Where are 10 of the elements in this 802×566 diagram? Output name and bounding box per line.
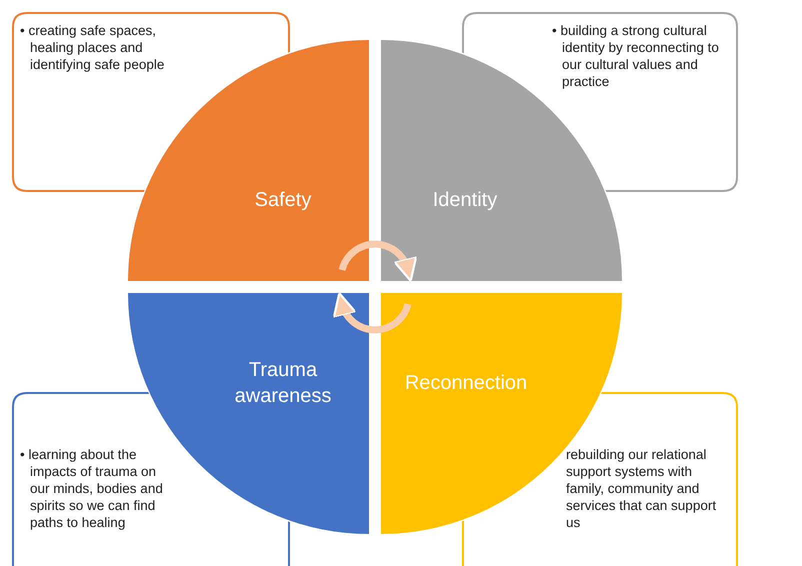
description-text: • creating safe spaces, healing places and identifying safe people	[20, 22, 166, 73]
quadrant-label: Safety	[254, 188, 312, 213]
description-text: • building a strong cultural identity by reconnecting to our cultural values and practice	[552, 22, 720, 90]
curved-arrow	[338, 240, 416, 282]
description-text: • learning about the impacts of trauma on our minds, bodies and spirits so we can find paths to healing	[20, 446, 164, 531]
quadrant-label: Reconnection	[404, 371, 528, 396]
quadrant-label: Trauma awareness	[234, 358, 332, 409]
description-text: rebuilding our relational support systems with family, community and services that can support us	[566, 446, 718, 531]
curved-arrow	[334, 292, 412, 334]
quadrant-label: Identity	[432, 188, 498, 213]
